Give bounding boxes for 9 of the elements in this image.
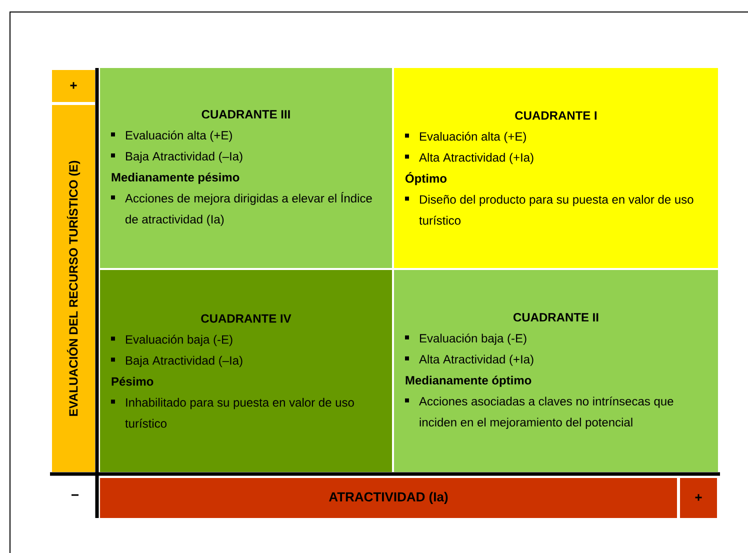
quadrant-box: CUADRANTE I Evaluación alta (+E) Alta Atractividad (+Ia) Óptimo Diseño del producto para su puesta en valor de uso turístico: [394, 68, 718, 268]
axis-band: EVALUACIÓN DEL RECURSO TURÍSTICO (E): [52, 105, 95, 472]
sign-box: +: [680, 478, 717, 518]
sign-label: −: [72, 494, 79, 496]
sign-box: +: [52, 70, 95, 102]
quadrant-box: CUADRANTE IV Evaluación baja (-E) Baja Atractividad (–Ia) Pésimo Inhabilitado para su puesta en valor de uso turístico: [100, 270, 392, 472]
quadrant-box: CUADRANTE III Evaluación alta (+E) Baja Atractividad (–Ia) Medianamente pésimo Acciones de mejora dirigidas a elevar el Índice de atractividad (Ia): [100, 68, 392, 268]
axis-band: ATRACTIVIDAD (Ia): [100, 478, 677, 518]
quadrant-box: CUADRANTE II Evaluación baja (-E) Alta Atractividad (+Ia) Medianamente óptimo Acciones asociadas a claves no intrínsecas que inciden en el mejoramiento del potencial: [394, 270, 718, 472]
